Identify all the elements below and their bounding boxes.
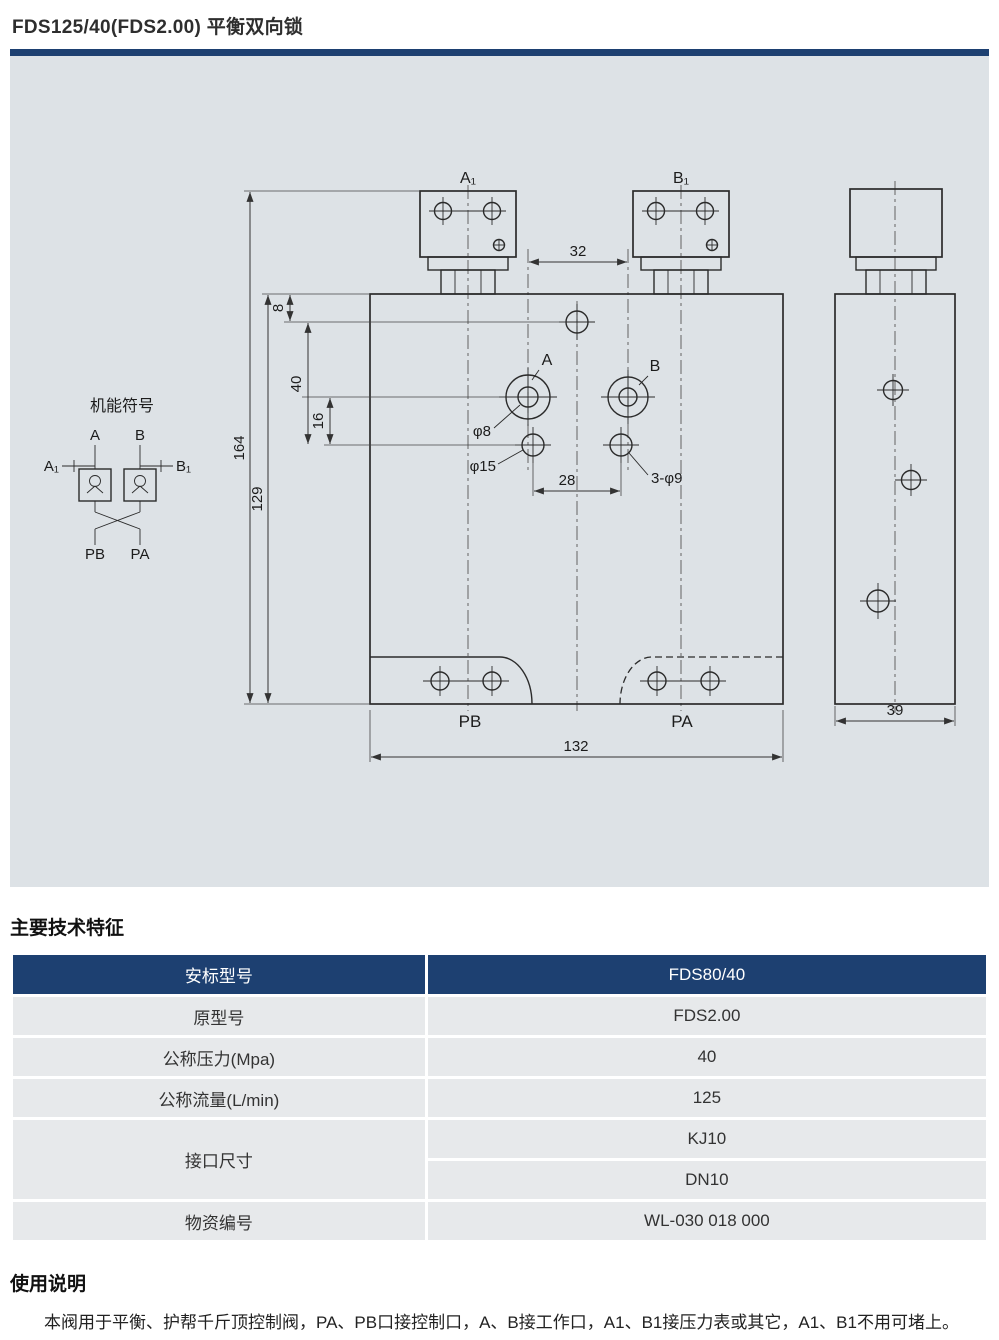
dim-39: 39 <box>887 702 904 719</box>
label-b1: B₁ <box>673 170 689 187</box>
label-a1: A₁ <box>460 170 476 187</box>
valve-body-front <box>369 293 784 705</box>
dim-16: 16 <box>310 413 327 430</box>
spec-label: 公称压力(Mpa) <box>10 1035 428 1079</box>
spec-label-model: 安标型号 <box>10 952 428 997</box>
panel-accent-bar <box>10 49 989 56</box>
foot-bolt-holes-pa <box>640 666 726 696</box>
symbol-port-b: B <box>135 427 145 444</box>
label-port-a: A <box>542 352 553 369</box>
dim-164: 164 <box>231 435 248 460</box>
centerlines <box>467 181 896 713</box>
side-view <box>834 188 956 705</box>
drawing-panel: A₁ B₁ 32 8 40 16 164 129 A B φ8 φ15 3-φ9… <box>10 49 989 887</box>
label-port-b: B <box>650 358 661 375</box>
foot-bolt-holes-pb <box>423 666 509 696</box>
label-holes-3xdia9: 3-φ9 <box>651 470 682 487</box>
spec-row-port-size: 接口尺寸 KJ10 <box>10 1117 990 1202</box>
spec-value: KJ10 <box>424 1117 990 1161</box>
dim-32: 32 <box>570 243 587 260</box>
symbol-port-b1: B₁ <box>176 458 191 475</box>
spec-value: 40 <box>424 1035 990 1079</box>
spec-label: 原型号 <box>10 994 428 1038</box>
function-symbol <box>62 445 173 545</box>
label-pa: PA <box>671 712 693 731</box>
dimensions <box>244 190 956 762</box>
dim-132: 132 <box>563 738 588 755</box>
symbol-port-pa: PA <box>131 546 150 563</box>
dim-40: 40 <box>288 376 305 393</box>
spec-label: 接口尺寸 <box>10 1117 428 1202</box>
spec-label: 公称流量(L/min) <box>10 1076 428 1120</box>
spec-value: 125 <box>424 1076 990 1120</box>
spec-label: 物资编号 <box>10 1199 428 1243</box>
dim-8: 8 <box>270 304 287 312</box>
technical-drawing: A₁ B₁ 32 8 40 16 164 129 A B φ8 φ15 3-φ9… <box>44 170 956 762</box>
port-a <box>499 368 557 426</box>
port-b <box>601 370 655 424</box>
spec-row-flow: 公称流量(L/min) 125 <box>10 1076 990 1120</box>
label-dia15: φ15 <box>470 458 496 475</box>
label-pb: PB <box>459 712 482 731</box>
usage-heading: 使用说明 <box>10 1274 87 1295</box>
mounting-block-a1 <box>419 190 517 295</box>
dim-129: 129 <box>249 486 266 511</box>
spec-value: DN10 <box>424 1158 990 1202</box>
spec-value: WL-030 018 000 <box>424 1199 990 1243</box>
symbol-caption: 机能符号 <box>90 397 154 415</box>
spec-row-material-code: 物资编号 WL-030 018 000 <box>10 1199 990 1243</box>
spec-row-pressure: 公称压力(Mpa) 40 <box>10 1035 990 1079</box>
spec-value-model: FDS80/40 <box>424 952 990 997</box>
specs-heading: 主要技术特征 <box>10 918 125 939</box>
spec-row-port-size-2: DN10 <box>12 1158 990 1202</box>
mounting-block-b1 <box>632 190 730 295</box>
symbol-port-a1: A₁ <box>44 458 59 475</box>
specs-header-row: 安标型号 FDS80/40 <box>10 952 990 997</box>
spec-value: FDS2.00 <box>424 994 990 1038</box>
usage-text: 本阀用于平衡、护帮千斤顶控制阀，PA、PB口接控制口，A、B接工作口，A1、B1… <box>44 1313 959 1332</box>
symbol-port-a: A <box>90 427 100 444</box>
spec-row-prototype: 原型号 FDS2.00 <box>10 994 990 1038</box>
specs-table: 安标型号 FDS80/40 原型号 FDS2.00 公称压力(Mpa) 40 公… <box>10 952 990 1243</box>
page-title: FDS125/40(FDS2.00) 平衡双向锁 <box>12 17 304 38</box>
label-dia8: φ8 <box>473 423 491 440</box>
symbol-port-pb: PB <box>85 546 105 563</box>
dim-28: 28 <box>559 472 576 489</box>
